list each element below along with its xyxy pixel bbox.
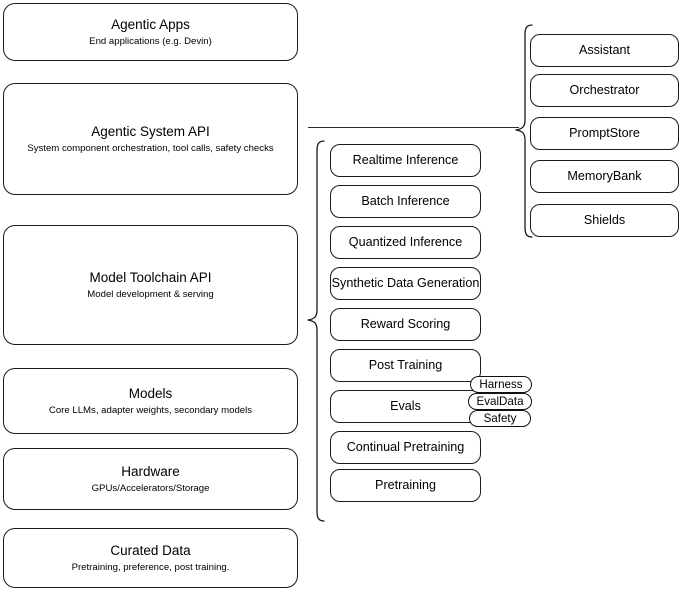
toolchain-item-label: Pretraining	[375, 478, 436, 492]
stack-layer-title: Models	[128, 385, 173, 401]
eval-badge-evaldata[interactable]: EvalData	[468, 393, 532, 410]
stack-layer-subtitle: End applications (e.g. Devin)	[89, 35, 212, 47]
stack-layer-title: Curated Data	[110, 542, 191, 558]
toolchain-item-evals[interactable]: Evals	[330, 390, 481, 423]
toolchain-item-label: Realtime Inference	[352, 153, 459, 167]
stack-layer-subtitle: GPUs/Accelerators/Storage	[91, 482, 210, 494]
brace-toolchain	[307, 140, 325, 522]
toolchain-item-label: Quantized Inference	[348, 235, 463, 249]
system-component-label: Assistant	[578, 43, 631, 57]
connector-line-system-api	[308, 127, 519, 128]
eval-badge-label: Safety	[483, 412, 517, 425]
stack-layer-subtitle: Core LLMs, adapter weights, secondary mo…	[48, 404, 253, 416]
eval-badge-safety[interactable]: Safety	[469, 410, 531, 427]
stack-layer-subtitle: Model development & serving	[87, 288, 214, 300]
toolchain-item-label: Synthetic Data Generation	[331, 276, 480, 290]
stack-layer-agentic-system-api[interactable]: Agentic System API System component orch…	[3, 83, 298, 195]
stack-layer-subtitle: Pretraining, preference, post training.	[71, 561, 230, 573]
system-component-shields[interactable]: Shields	[530, 204, 679, 237]
toolchain-item-label: Evals	[390, 399, 421, 413]
system-component-label: Orchestrator	[569, 83, 640, 97]
toolchain-item-quantized-inference[interactable]: Quantized Inference	[330, 226, 481, 259]
toolchain-item-reward-scoring[interactable]: Reward Scoring	[330, 308, 481, 341]
stack-layer-title: Model Toolchain API	[89, 269, 212, 285]
stack-layer-hardware[interactable]: Hardware GPUs/Accelerators/Storage	[3, 448, 298, 510]
toolchain-item-label: Post Training	[368, 358, 443, 372]
stack-layer-model-toolchain-api[interactable]: Model Toolchain API Model development & …	[3, 225, 298, 345]
stack-layer-title: Hardware	[121, 463, 180, 479]
stack-layer-models[interactable]: Models Core LLMs, adapter weights, secon…	[3, 368, 298, 434]
toolchain-item-synthetic-data-generation[interactable]: Synthetic Data Generation	[330, 267, 481, 300]
system-component-label: Shields	[583, 213, 626, 227]
stack-layer-title: Agentic System API	[91, 123, 210, 139]
toolchain-item-post-training[interactable]: Post Training	[330, 349, 481, 382]
system-component-promptstore[interactable]: PromptStore	[530, 117, 679, 150]
eval-badge-harness[interactable]: Harness	[470, 376, 532, 393]
stack-layer-title: Agentic Apps	[111, 16, 190, 32]
toolchain-item-pretraining[interactable]: Pretraining	[330, 469, 481, 502]
eval-badge-label: Harness	[479, 378, 523, 391]
toolchain-item-batch-inference[interactable]: Batch Inference	[330, 185, 481, 218]
system-component-label: MemoryBank	[567, 169, 642, 183]
toolchain-item-label: Batch Inference	[361, 194, 450, 208]
stack-layer-curated-data[interactable]: Curated Data Pretraining, preference, po…	[3, 528, 298, 588]
toolchain-item-continual-pretraining[interactable]: Continual Pretraining	[330, 431, 481, 464]
system-component-label: PromptStore	[569, 126, 640, 140]
toolchain-item-label: Continual Pretraining	[346, 440, 465, 454]
stack-layer-agentic-apps[interactable]: Agentic Apps End applications (e.g. Devi…	[3, 3, 298, 61]
system-component-memorybank[interactable]: MemoryBank	[530, 160, 679, 193]
brace-system-components	[515, 24, 533, 238]
stack-layer-subtitle: System component orchestration, tool cal…	[27, 142, 274, 154]
toolchain-item-label: Reward Scoring	[360, 317, 451, 331]
system-component-assistant[interactable]: Assistant	[530, 34, 679, 67]
eval-badge-label: EvalData	[476, 395, 524, 408]
toolchain-item-realtime-inference[interactable]: Realtime Inference	[330, 144, 481, 177]
system-component-orchestrator[interactable]: Orchestrator	[530, 74, 679, 107]
